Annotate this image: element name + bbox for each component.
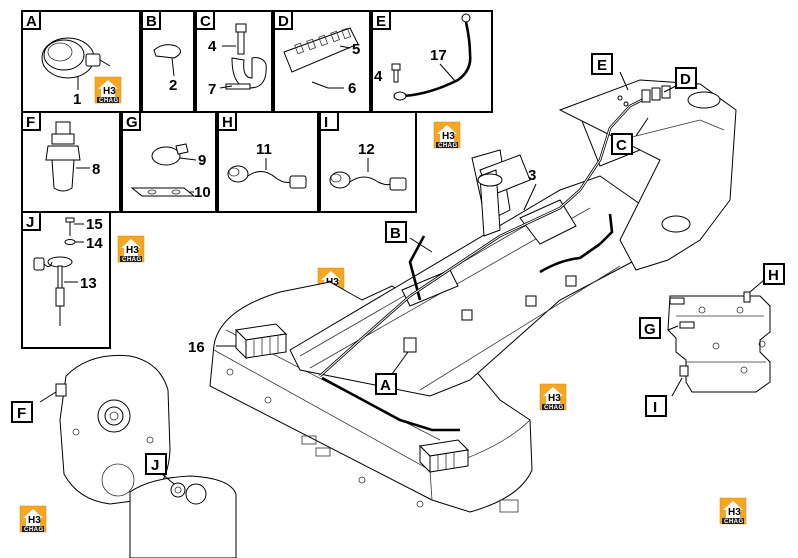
panel-c-letter: C <box>200 13 211 30</box>
panel-e-letter: E <box>376 13 386 30</box>
main-tag-c: C <box>611 133 633 155</box>
panel-j-letter: J <box>26 214 34 231</box>
svg-text:H3: H3 <box>728 507 741 518</box>
panel-f: F 8 <box>21 111 121 213</box>
part-1: 1 <box>73 91 81 108</box>
svg-text:D: D <box>680 71 691 88</box>
work-light-right <box>418 439 470 474</box>
panel-c: C 4 7 <box>195 10 273 113</box>
part-13: 13 <box>80 275 97 292</box>
part-c-4: 4 <box>208 38 217 55</box>
work-light-left <box>234 323 288 360</box>
part-15: 15 <box>86 216 103 233</box>
panel-b: B 2 <box>141 10 195 113</box>
valve-block-detail <box>667 279 771 397</box>
svg-text:I: I <box>653 399 657 416</box>
engine-detail <box>39 354 171 505</box>
svg-text:CHAG: CHAG <box>724 519 744 525</box>
part-16: 16 <box>188 339 205 356</box>
panel-a-letter: A <box>26 13 37 30</box>
panel-h: H 11 <box>217 111 319 213</box>
svg-text:CHAG: CHAG <box>99 98 119 104</box>
side-tag-g: G <box>639 317 661 339</box>
main-frame: 16 <box>188 71 737 513</box>
svg-text:CHAG: CHAG <box>544 405 564 411</box>
part-9: 9 <box>198 152 206 169</box>
svg-text:H: H <box>768 267 779 284</box>
lower-tag-j: J <box>145 453 167 475</box>
panel-b-letter: B <box>146 13 157 30</box>
svg-text:H3: H3 <box>126 245 139 256</box>
main-tag-d: D <box>675 67 697 89</box>
svg-text:H3: H3 <box>548 393 561 404</box>
panel-g-letter: G <box>126 114 138 131</box>
side-tag-h: H <box>763 263 785 285</box>
part-e-4: 4 <box>374 68 383 85</box>
part-2: 2 <box>169 77 177 94</box>
panel-g: G 9 10 <box>121 111 217 213</box>
svg-text:CHAG: CHAG <box>122 257 142 263</box>
watermark-6: H3 CHAG <box>19 505 47 533</box>
panel-d-letter: D <box>278 13 289 30</box>
part-10: 10 <box>194 184 211 201</box>
panel-i: I 12 <box>319 111 417 213</box>
part-5: 5 <box>352 41 360 58</box>
main-tag-a: A <box>375 373 397 395</box>
watermark-7: H3 CHAG <box>719 497 747 525</box>
main-tag-b: B <box>385 221 407 243</box>
panel-i-letter: I <box>324 114 328 131</box>
part-11: 11 <box>256 141 272 158</box>
svg-text:J: J <box>151 457 159 474</box>
panel-h-letter: H <box>222 114 233 131</box>
svg-text:B: B <box>390 225 401 242</box>
watermark-3: H3 CHAG <box>117 235 145 263</box>
side-tag-i: I <box>645 395 667 417</box>
svg-text:C: C <box>616 137 627 154</box>
svg-text:CHAG: CHAG <box>438 143 458 149</box>
svg-text:E: E <box>597 57 607 74</box>
watermark-2: H3 CHAG <box>433 121 461 149</box>
svg-text:H3: H3 <box>442 131 455 142</box>
part-3: 3 <box>528 167 536 184</box>
panel-e: E 4 17 <box>371 10 493 113</box>
part-8: 8 <box>92 161 100 178</box>
svg-text:A: A <box>380 377 391 394</box>
main-tag-e: E <box>591 53 613 75</box>
tank-detail <box>129 473 237 558</box>
watermark-5: H3 CHAG <box>539 383 567 411</box>
svg-text:H3: H3 <box>28 515 41 526</box>
part-6: 6 <box>348 80 356 97</box>
part-c-7: 7 <box>208 81 216 98</box>
part-14: 14 <box>86 235 103 252</box>
panel-j: J 15 14 13 <box>21 211 111 349</box>
panel-a: A 1 <box>21 10 141 113</box>
svg-text:F: F <box>17 405 26 422</box>
part-12: 12 <box>358 141 375 158</box>
svg-text:H3: H3 <box>103 86 116 97</box>
svg-text:CHAG: CHAG <box>24 527 44 533</box>
watermark-1: H3 CHAG <box>94 76 122 104</box>
svg-text:G: G <box>644 321 656 338</box>
panel-f-letter: F <box>26 114 35 131</box>
panel-d: D 5 6 <box>273 10 371 113</box>
part-17: 17 <box>430 47 447 64</box>
lower-tag-f: F <box>11 401 33 423</box>
svg-text:H3: H3 <box>326 277 339 288</box>
